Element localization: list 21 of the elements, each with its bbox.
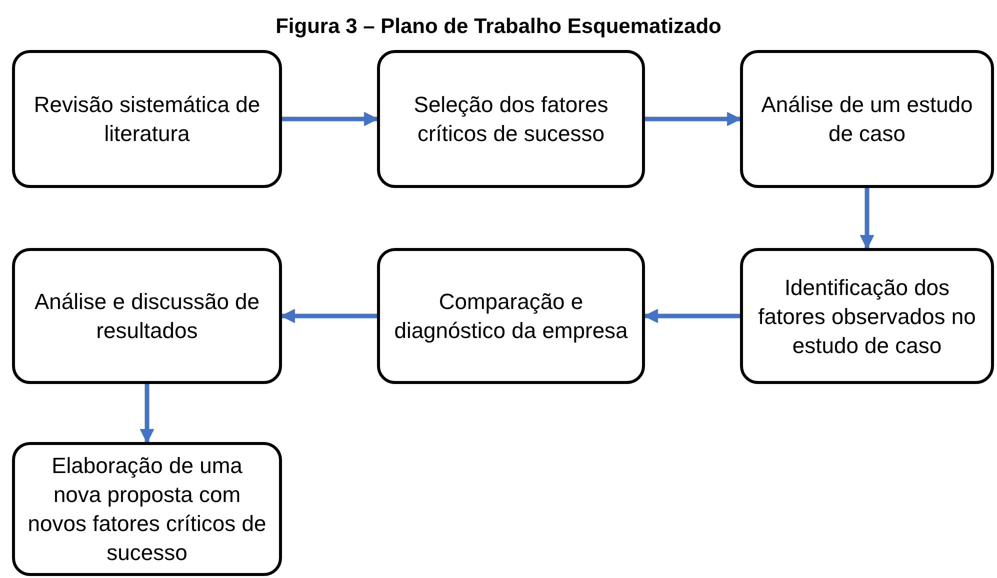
process-box <box>377 50 645 188</box>
box-text: Análise de um estudo de caso <box>760 91 974 148</box>
process-box <box>377 248 645 384</box>
arrow <box>645 112 742 126</box>
box-text: Análise e discussão de resultados <box>33 288 261 345</box>
process-box <box>12 442 282 576</box>
box-text: Seleção dos fatores críticos de sucesso <box>412 91 610 148</box>
process-box <box>740 248 994 384</box>
process-box <box>740 50 994 188</box>
arrow <box>860 188 874 250</box>
arrow <box>280 308 377 324</box>
box-text: Comparação e diagnóstico da empresa <box>393 288 629 345</box>
box-text: Elaboração de uma nova proposta com novos fatores críticos de sucesso <box>26 452 268 567</box>
process-box <box>12 50 282 188</box>
process-box <box>12 248 282 384</box>
arrow <box>644 308 740 324</box>
arrow <box>282 112 378 126</box>
box-text: Identificação dos fatores observados no estudo de caso <box>757 274 977 360</box>
arrow <box>140 384 154 444</box>
box-text: Revisão sistemática de literatura <box>32 91 262 148</box>
figure-title: Figura 3 – Plano de Trabalho Esquematizado <box>274 14 722 40</box>
